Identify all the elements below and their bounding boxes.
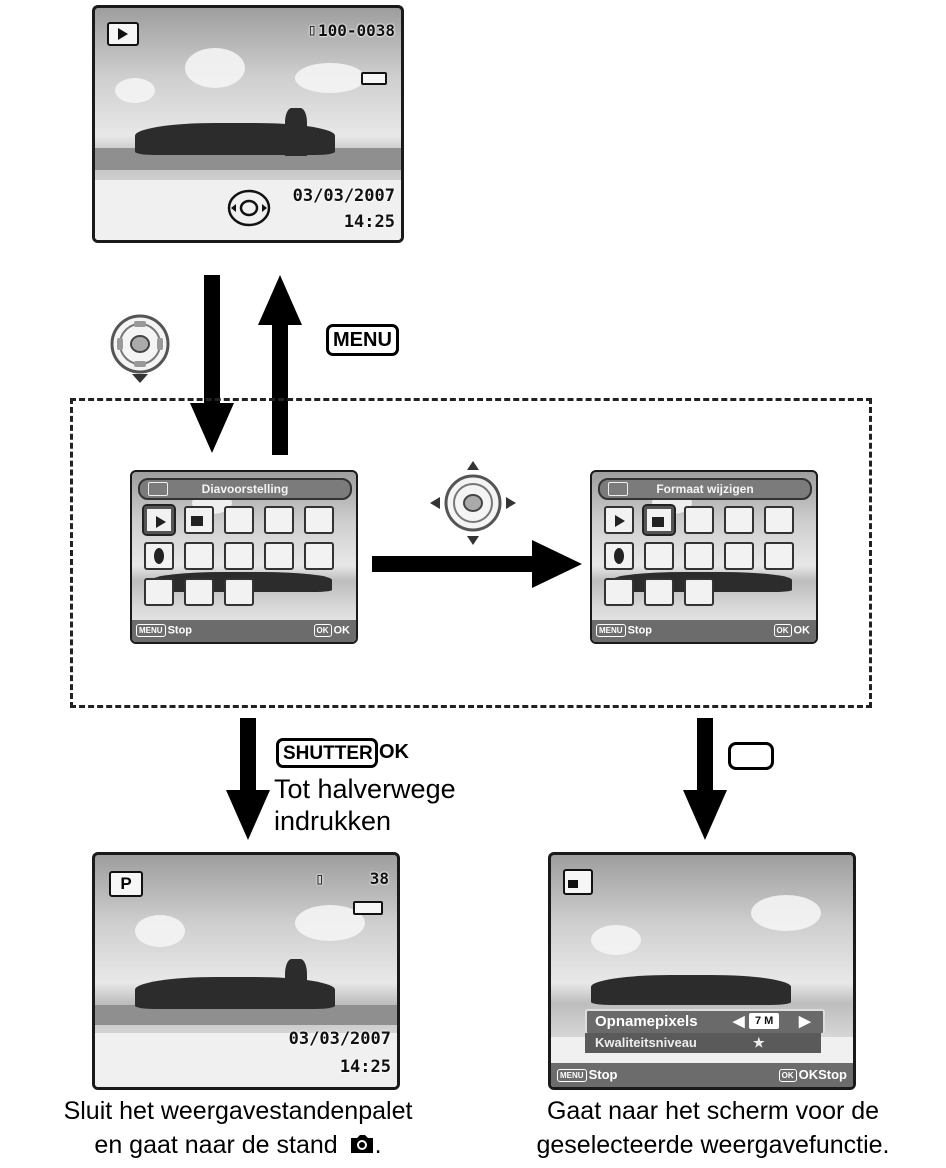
playback-screen: ▯ 100-0038 03/03/2007 14:25 (92, 5, 404, 243)
four-way-controller-down-icon (110, 314, 170, 383)
four-way-controller-right-icon (430, 461, 516, 545)
half-press-line1: Tot halverwege (274, 774, 456, 804)
voice-memo-icon[interactable] (764, 542, 794, 570)
folder-icon: ▯ (307, 20, 317, 39)
red-eye-icon[interactable] (724, 542, 754, 570)
four-way-controller-icon (227, 189, 271, 227)
arrow-right-to-selected (372, 540, 582, 588)
setting-row-pixels[interactable]: Opnamepixels ◀ 7 M ▶ (585, 1009, 825, 1035)
rotate-icon[interactable] (304, 506, 334, 534)
caption-left: Sluit het weergavestandenpalet en gaat n… (63, 1097, 413, 1159)
protect-key-icon[interactable] (144, 578, 174, 606)
value-left-arrow-icon[interactable]: ◀ (733, 1013, 745, 1030)
image-copy-icon[interactable] (724, 506, 754, 534)
resize-icon[interactable] (642, 504, 676, 536)
voice-memo-icon[interactable] (304, 542, 334, 570)
arrow-down-to-function (683, 718, 727, 840)
shots-remaining: 38 (369, 869, 389, 888)
shutter-button-label: SHUTTER (276, 738, 378, 768)
caption-right: Gaat naar het scherm voor de geselecteer… (536, 1097, 890, 1159)
value-right-arrow-icon[interactable]: ▶ (799, 1013, 811, 1030)
playback-mode-icon (107, 22, 139, 46)
menu-button-label: MENU (326, 324, 399, 356)
palette-title-left: Diavoorstelling (138, 478, 352, 500)
movie-edit-icon[interactable] (224, 542, 254, 570)
filter-icon[interactable] (144, 542, 174, 570)
half-press-line2: indrukken (274, 806, 392, 836)
ok-button-icon (728, 742, 774, 770)
red-eye-icon[interactable] (264, 542, 294, 570)
resize-icon[interactable] (184, 506, 214, 534)
rotate-icon[interactable] (764, 506, 794, 534)
cropping-icon[interactable] (684, 506, 714, 534)
resize-mode-icon (563, 869, 593, 895)
battery-icon (361, 72, 387, 85)
setting-row-quality[interactable]: Kwaliteitsniveau ★ (585, 1033, 821, 1053)
capture-screen: P ▯ 38 03/03/2007 14:25 (92, 852, 400, 1090)
frame-composite-icon[interactable] (644, 542, 674, 570)
dpof-icon[interactable] (184, 578, 214, 606)
palette-frame (70, 398, 872, 708)
memory-icon: ▯ (315, 869, 325, 888)
frame-composite-icon[interactable] (184, 542, 214, 570)
palette-title-right: Formaat wijzigen (598, 478, 812, 500)
arrow-down-to-capture (226, 718, 270, 840)
battery-icon (353, 901, 383, 915)
filter-icon[interactable] (604, 542, 634, 570)
cropping-icon[interactable] (224, 506, 254, 534)
date-display: 03/03/2007 (292, 186, 395, 206)
program-mode-icon: P (109, 871, 143, 897)
file-number: 100-0038 (317, 21, 395, 40)
date-display: 03/03/2007 (288, 1029, 391, 1049)
camera-icon (350, 1135, 373, 1153)
time-display: 14:25 (339, 1057, 391, 1077)
protect-key-icon[interactable] (604, 578, 634, 606)
slideshow-icon[interactable] (142, 504, 176, 536)
playback-icon (148, 482, 168, 496)
start-screen-icon[interactable] (684, 578, 714, 606)
slideshow-icon[interactable] (604, 506, 634, 534)
resize-icon-title (608, 482, 628, 496)
arrow-up-to-playback (258, 275, 302, 455)
start-screen-icon[interactable] (224, 578, 254, 606)
image-copy-icon[interactable] (264, 506, 294, 534)
shutter-ok-text: OK (379, 741, 409, 763)
resize-screen: Opnamepixels ◀ 7 M ▶ Kwaliteitsniveau ★ … (548, 852, 856, 1090)
time-display: 14:25 (343, 212, 395, 232)
arrow-down-to-palette (190, 275, 234, 453)
dpof-icon[interactable] (644, 578, 674, 606)
movie-edit-icon[interactable] (684, 542, 714, 570)
